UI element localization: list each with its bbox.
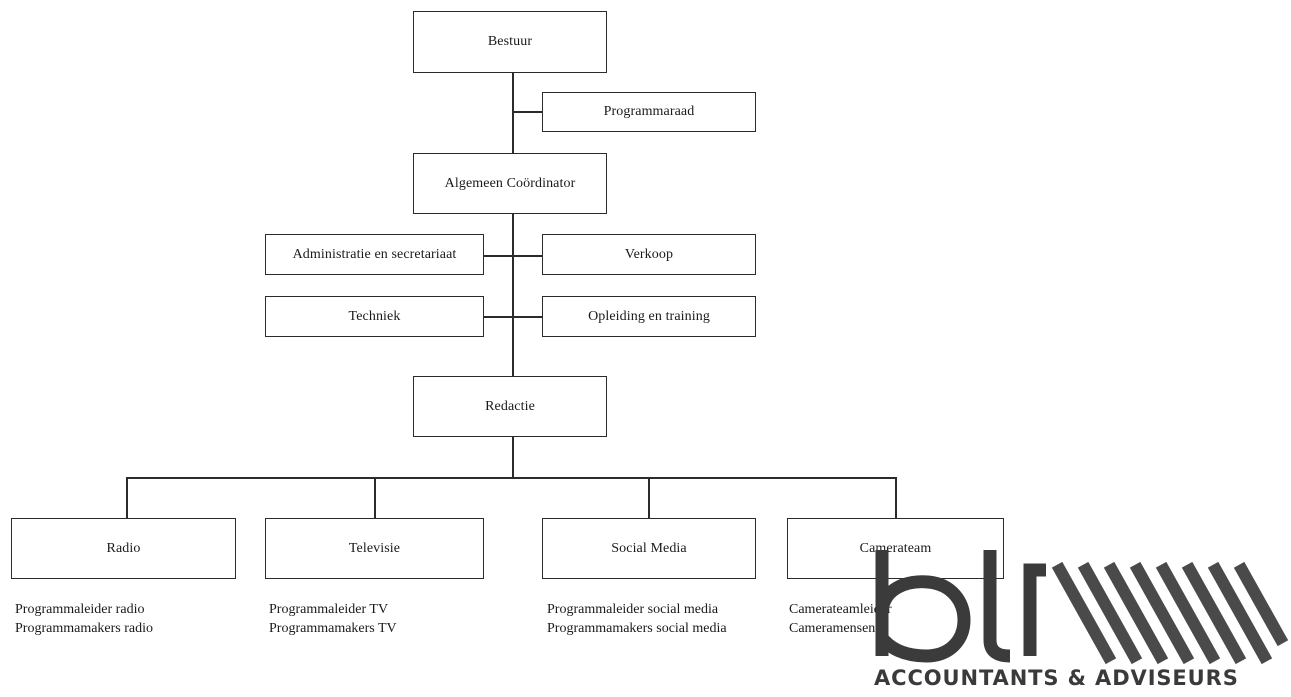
camerateam-staff-item: Camerateamleider [789,602,892,617]
node-programmaraad: Programmaraad [542,92,756,132]
connector-programmaraad [512,111,542,113]
televisie-staff-list: Programmaleider TV Programmamakers TV [269,600,397,638]
social-media-staff-item: Programmamakers social media [547,621,727,636]
connector-support-row-1 [484,255,543,257]
radio-staff-item: Programmaleider radio [15,602,145,617]
connector-departments-bar [126,477,896,479]
camerateam-staff-list: Camerateamleider Cameramensen [789,600,892,638]
connector-support-row-2 [484,316,543,318]
connector-televisie [374,477,376,518]
radio-staff-item: Programmamakers radio [15,621,154,636]
televisie-staff-item: Programmamakers TV [269,621,397,636]
connector-camerateam [895,477,897,518]
node-radio: Radio [11,518,236,579]
node-social-media: Social Media [542,518,756,579]
node-verkoop: Verkoop [542,234,756,275]
blm-logo-icon [875,550,1289,665]
radio-staff-list: Programmaleider radio Programmamakers ra… [15,600,153,638]
node-techniek: Techniek [265,296,484,337]
node-televisie: Televisie [265,518,484,579]
connector-main-trunk [512,73,514,478]
social-media-staff-item: Programmaleider social media [547,602,719,617]
node-camerateam: Camerateam [787,518,1004,579]
televisie-staff-item: Programmaleider TV [269,602,389,617]
camerateam-staff-item: Cameramensen [789,621,876,636]
connector-social-media [648,477,650,518]
node-bestuur: Bestuur [413,11,607,73]
node-opleiding: Opleiding en training [542,296,756,337]
node-administratie: Administratie en secretariaat [265,234,484,275]
social-media-staff-list: Programmaleider social media Programmama… [547,600,727,638]
node-redactie: Redactie [413,376,607,437]
logo-tagline: ACCOUNTANTS & ADVISEURS [874,666,1239,690]
connector-radio [126,477,128,518]
node-algemeen-coordinator: Algemeen Coördinator [413,153,607,214]
